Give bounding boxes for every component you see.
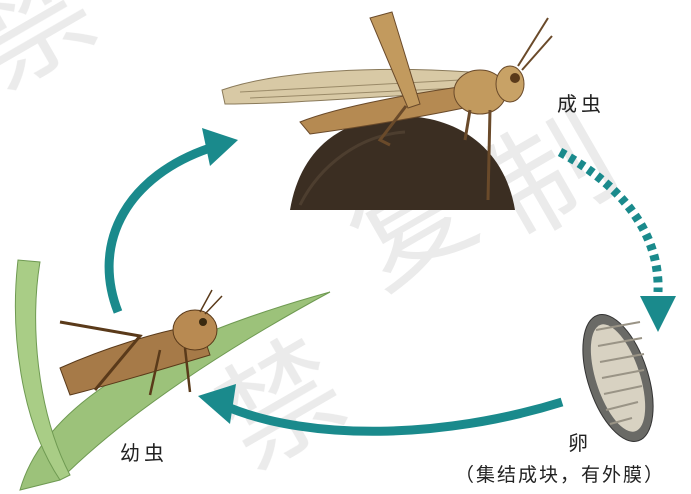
label-nymph: 幼虫 [120, 437, 168, 466]
arrow-nymph-to-adult [109, 128, 238, 312]
label-egg-note: （集结成块，有外膜） [455, 460, 665, 487]
label-egg: 卵 [568, 427, 592, 456]
label-adult: 成虫 [557, 88, 605, 117]
svg-text:禁: 禁 [0, 0, 118, 115]
adult-locust-group [222, 12, 552, 210]
